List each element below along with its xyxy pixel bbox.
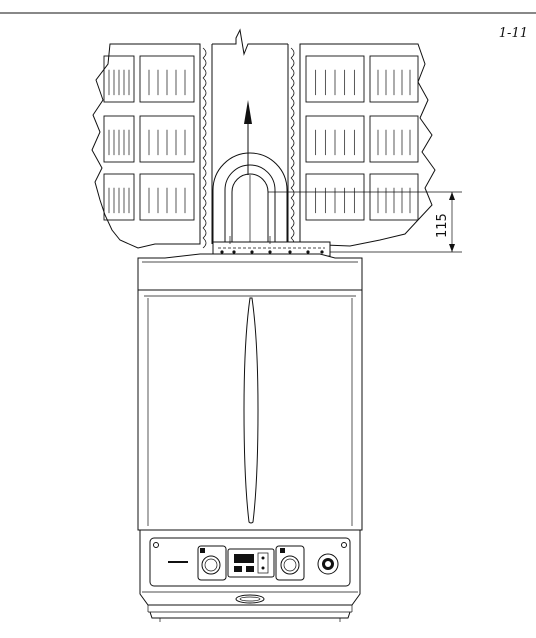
left-wall-section — [91, 43, 201, 249]
break-symbol — [212, 28, 288, 56]
wall-brick — [103, 173, 135, 221]
boiler-unit-icon — [137, 253, 363, 622]
left-control-knob-icon — [197, 545, 227, 581]
dimension-label: 115 — [435, 213, 450, 238]
wall-brick — [369, 55, 419, 103]
insulation-left — [202, 47, 207, 249]
pressure-gauge-icon — [317, 553, 339, 575]
flue-pipe-icon — [212, 152, 288, 272]
wall-brick — [305, 115, 365, 163]
figure-label: 1-11 — [498, 26, 528, 41]
wall-brick — [139, 115, 195, 163]
display-panel-icon — [227, 548, 275, 578]
right-wall-section — [299, 43, 436, 247]
wall-brick — [305, 173, 365, 221]
right-control-knob-icon — [275, 545, 305, 581]
dimension-115 — [268, 191, 462, 253]
flow-up-arrow-icon — [244, 100, 252, 175]
logo-badge-icon — [235, 594, 265, 604]
wall-brick — [103, 55, 135, 103]
wall-brick — [103, 115, 135, 163]
wall-brick — [139, 55, 195, 103]
wall-brick — [305, 55, 365, 103]
wall-brick — [139, 173, 195, 221]
wall-brick — [369, 173, 419, 221]
wall-brick — [369, 115, 419, 163]
insulation-right — [290, 47, 295, 249]
